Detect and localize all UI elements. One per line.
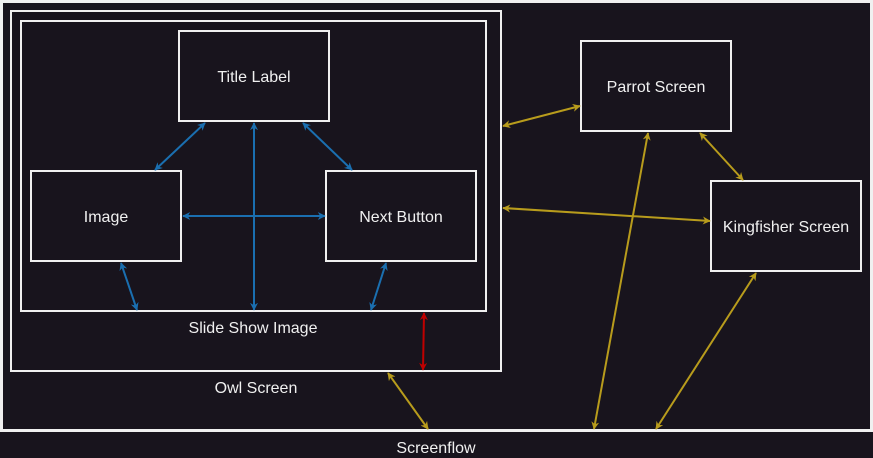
arrow-title-to-image <box>154 122 206 171</box>
screenflow-label: Screenflow <box>396 440 476 457</box>
title-label-box[interactable] <box>178 30 330 122</box>
parrot-screen-text: Parrot Screen <box>607 79 706 96</box>
parrot-screen-box[interactable] <box>580 40 732 132</box>
kingfisher-screen-box[interactable] <box>710 180 862 272</box>
title-label-text: Title Label <box>217 69 290 86</box>
owl-screen-label: Owl Screen <box>215 380 298 397</box>
next-button-box[interactable] <box>325 170 477 262</box>
arrow-title-to-next-button <box>302 122 353 171</box>
kingfisher-screen-text: Kingfisher Screen <box>723 219 849 236</box>
arrow-owl-to-screenflow <box>387 372 429 430</box>
owl-screen-box[interactable] <box>10 10 502 372</box>
arrow-kingfisher-to-screenflow <box>655 272 757 430</box>
slide-show-image-box[interactable] <box>20 20 487 312</box>
slide-show-image-label: Slide Show Image <box>189 320 318 337</box>
arrow-owl-to-parrot <box>502 103 581 129</box>
arrow-image-to-slideshow <box>119 262 139 311</box>
arrow-slideshow-to-owl-screen <box>419 312 428 371</box>
arrow-next-button-to-slideshow <box>369 262 388 311</box>
next-button-text: Next Button <box>359 209 443 226</box>
image-box[interactable] <box>30 170 182 262</box>
image-text: Image <box>84 209 129 226</box>
arrow-parrot-to-screenflow <box>591 132 651 430</box>
arrow-parrot-to-kingfisher <box>699 132 744 181</box>
screenflow-label-band <box>0 432 873 458</box>
